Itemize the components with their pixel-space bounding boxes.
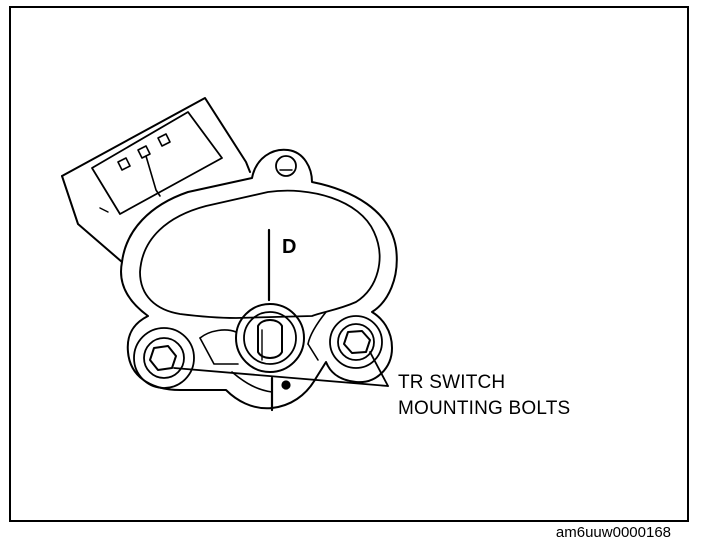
figure-id-label: am6uuw0000168: [555, 524, 671, 541]
switch-body-outline: [120, 148, 398, 410]
callout-leaders: [173, 351, 389, 387]
diagram-frame: [9, 6, 689, 522]
callout-label-mounting-bolts: MOUNTING BOLTS: [398, 398, 571, 419]
switch-inner-rim: [139, 189, 381, 319]
left-mounting-bolt: [133, 327, 195, 389]
manual-shaft: [235, 303, 305, 373]
alignment-marks: [267, 228, 291, 412]
connector-housing: [61, 97, 251, 263]
housing-ribs: [199, 311, 327, 393]
callout-label-tr-switch: TR SWITCH: [398, 372, 506, 393]
right-mounting-bolt: [329, 315, 383, 369]
drive-position-mark: D: [282, 236, 297, 258]
